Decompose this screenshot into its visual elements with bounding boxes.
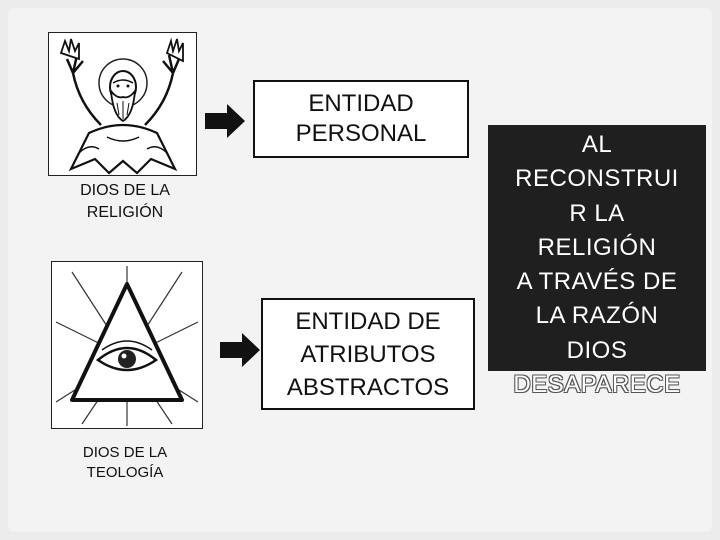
religion-image: [48, 32, 197, 176]
bearded-god-figure-icon: [59, 37, 184, 175]
eye-in-triangle-icon: [55, 266, 199, 426]
conclusion-line: RELIGIÓN: [537, 233, 657, 261]
conclusion-line: RECONSTRUI: [515, 165, 679, 193]
arrow-right-icon: [220, 333, 260, 367]
abstract-entity-box: ENTIDAD DE ATRIBUTOS ABSTRACTOS: [261, 298, 475, 410]
personal-entity-line1: ENTIDAD: [308, 90, 414, 117]
conclusion-line: AL: [581, 131, 613, 158]
conclusion-line: DESAPARECE: [513, 371, 681, 399]
religion-caption-line1: DIOS DE LA: [80, 182, 170, 199]
conclusion-line: DIOS: [566, 336, 628, 364]
conclusion-line: LA RAZÓN: [535, 302, 659, 330]
abstract-entity-line2: ATRIBUTOS: [300, 340, 436, 368]
conclusion-line: A TRAVÉS DE: [516, 268, 678, 296]
arrow-right-icon: [205, 104, 245, 138]
religion-caption-line2: RELIGIÓN: [86, 204, 164, 221]
theology-caption: DIOS DE LA TEOLOGÍA: [40, 443, 210, 483]
personal-entity-line2: PERSONAL: [295, 120, 427, 147]
abstract-entity-line1: ENTIDAD DE: [295, 307, 441, 335]
conclusion-panel: [488, 125, 706, 371]
theology-caption-line2: TEOLOGÍA: [86, 464, 164, 481]
theology-caption-line1: DIOS DE LA: [82, 444, 168, 461]
religion-caption: DIOS DE LA RELIGIÓN: [40, 180, 210, 224]
abstract-entity-line3: ABSTRACTOS: [286, 373, 450, 401]
conclusion-text: AL RECONSTRUI R LA RELIGIÓN A TRAVÉS DE …: [480, 128, 714, 402]
personal-entity-box: ENTIDAD PERSONAL: [253, 80, 469, 158]
conclusion-line: R LA: [569, 199, 625, 227]
theology-image: [51, 261, 203, 429]
